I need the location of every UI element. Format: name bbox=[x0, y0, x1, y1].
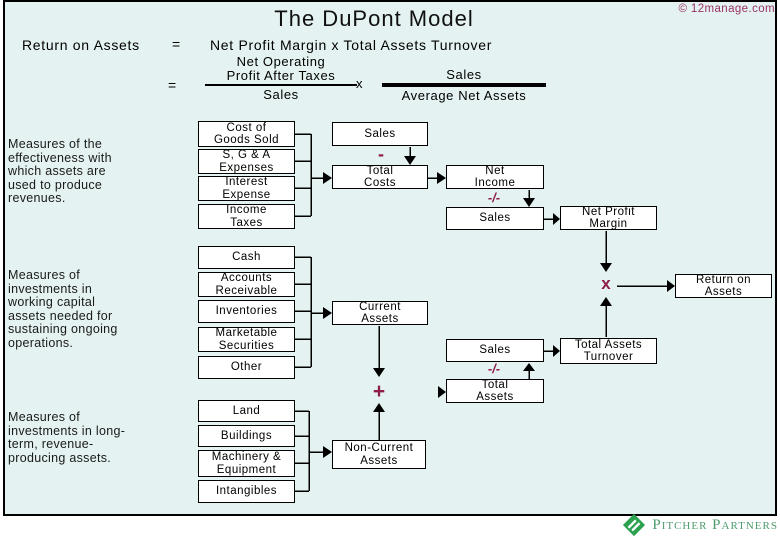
box-inventories: Inventories bbox=[198, 300, 295, 323]
pitcher-partners-wordmark: Pitcher Partners bbox=[652, 516, 778, 533]
box-cost-of-goods-sold: Cost of Goods Sold bbox=[198, 121, 295, 147]
box-sales-mid: Sales bbox=[446, 207, 544, 230]
box-interest-expense: Interest Expense bbox=[198, 176, 295, 201]
box-intangibles: Intangibles bbox=[198, 480, 295, 503]
pitcher-partners-diamond-icon bbox=[623, 513, 646, 537]
fraction-net-operating-profit-over-sales: Net Operating Profit After Taxes Sales bbox=[205, 55, 357, 102]
operator-divide-2: -/- bbox=[487, 361, 501, 376]
box-sga-expenses: S, G & A Expenses bbox=[198, 149, 295, 174]
box-current-assets: Current Assets bbox=[332, 301, 428, 325]
box-cash: Cash bbox=[198, 246, 295, 269]
formula-roa-label: Return on Assets bbox=[22, 37, 140, 53]
box-land: Land bbox=[198, 400, 295, 422]
box-total-assets-turnover: Total Assets Turnover bbox=[560, 338, 657, 364]
box-accounts-receivable: Accounts Receivable bbox=[198, 272, 295, 297]
formula-expansion: Net Profit Margin x Total Assets Turnove… bbox=[210, 37, 493, 53]
fraction1-denominator: Sales bbox=[263, 87, 299, 102]
box-sales-low: Sales bbox=[446, 339, 544, 362]
box-net-profit-margin: Net Profit Margin bbox=[560, 206, 657, 230]
operator-minus: - bbox=[378, 144, 384, 164]
formula-equals-2: = bbox=[168, 77, 177, 93]
box-sales-top: Sales bbox=[332, 122, 428, 146]
fraction-sales-over-average-net-assets: Sales Average Net Assets bbox=[382, 68, 546, 103]
copyright-watermark: © 12manage.com bbox=[678, 3, 775, 15]
box-net-income: Net Income bbox=[446, 165, 544, 189]
note-working-capital: Measures of investments in working capit… bbox=[8, 268, 118, 350]
box-total-assets: Total Assets bbox=[446, 379, 544, 403]
box-marketable-securities: Marketable Securities bbox=[198, 327, 295, 352]
formula-times: x bbox=[356, 76, 364, 91]
page-title: The DuPont Model bbox=[274, 6, 474, 31]
box-non-current-assets: Non-Current Assets bbox=[332, 440, 426, 469]
fraction1-numerator: Net Operating Profit After Taxes bbox=[205, 55, 357, 86]
pitcher-partners-logo: Pitcher Partners bbox=[622, 513, 778, 537]
note-long-term: Measures of investments in long- term, r… bbox=[8, 410, 126, 465]
note-effectiveness: Measures of the effectiveness with which… bbox=[8, 137, 112, 205]
operator-plus: + bbox=[372, 380, 386, 403]
operator-multiply: x bbox=[601, 274, 611, 293]
fraction2-denominator: Average Net Assets bbox=[401, 88, 527, 103]
box-other: Other bbox=[198, 356, 295, 379]
box-return-on-assets: Return on Assets bbox=[675, 274, 772, 298]
fraction2-numerator: Sales bbox=[382, 68, 546, 87]
formula-equals-1: = bbox=[172, 36, 181, 52]
box-total-costs: Total Costs bbox=[332, 165, 428, 189]
box-buildings: Buildings bbox=[198, 425, 295, 447]
operator-divide-1: -/- bbox=[487, 190, 501, 205]
box-machinery-equipment: Machinery & Equipment bbox=[198, 450, 295, 477]
box-income-taxes: Income Taxes bbox=[198, 204, 295, 229]
